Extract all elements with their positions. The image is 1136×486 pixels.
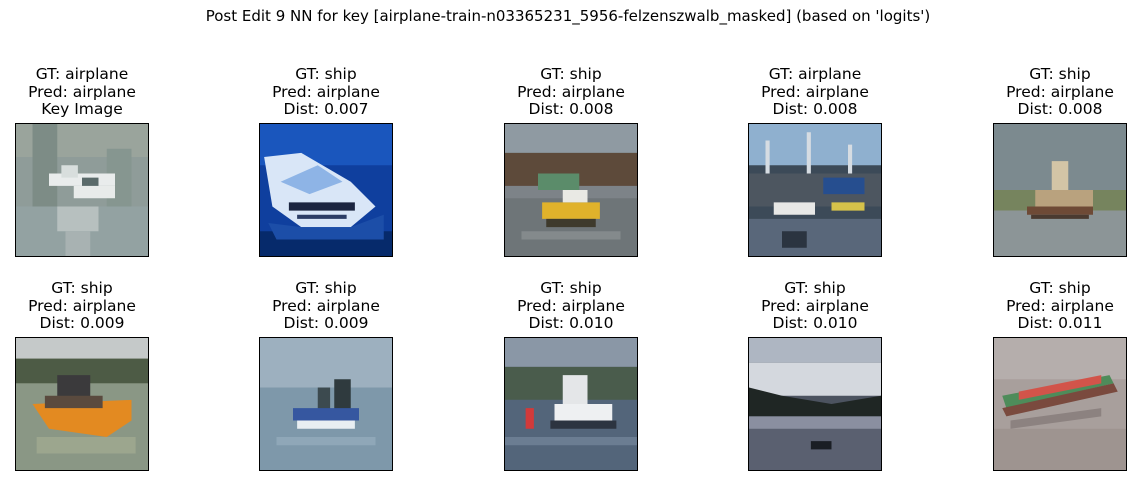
airplane-key-icon (15, 123, 149, 257)
dist-label: Dist: 0.011 (1017, 314, 1103, 332)
pred-label: Pred: airplane (1006, 296, 1114, 315)
panel-caption: GT: ship Pred: airplane Dist: 0.010 (715, 279, 915, 333)
panel-caption: GT: ship Pred: airplane Dist: 0.008 (960, 65, 1136, 119)
dist-label: Dist: 0.009 (283, 314, 369, 332)
dist-label: Dist: 0.008 (772, 100, 858, 118)
lake-boat-icon (748, 337, 882, 471)
key-image-label: Key Image (41, 100, 123, 118)
panel-caption: GT: ship Pred: airplane Dist: 0.011 (960, 279, 1136, 333)
pred-label: Pred: airplane (517, 82, 625, 101)
ship-icon (993, 123, 1127, 257)
gt-label: GT: airplane (768, 65, 862, 83)
panel-caption: GT: ship Pred: airplane Dist: 0.009 (226, 279, 426, 333)
pred-label: Pred: airplane (761, 82, 869, 101)
gt-label: GT: ship (784, 279, 846, 297)
pred-label: Pred: airplane (272, 296, 380, 315)
dist-label: Dist: 0.009 (39, 314, 125, 332)
small-boat-icon (259, 337, 393, 471)
panel-caption: GT: airplane Pred: airplane Key Image (0, 65, 182, 119)
gt-label: GT: ship (295, 279, 357, 297)
pred-label: Pred: airplane (272, 82, 380, 101)
figure-title: Post Edit 9 NN for key [airplane-train-n… (205, 7, 931, 25)
pred-label: Pred: airplane (761, 296, 869, 315)
dist-label: Dist: 0.007 (283, 100, 369, 118)
gt-label: GT: ship (295, 65, 357, 83)
tugboat-icon (504, 337, 638, 471)
panel-caption: GT: airplane Pred: airplane Dist: 0.008 (715, 65, 915, 119)
barge-icon (993, 337, 1127, 471)
pred-label: Pred: airplane (28, 296, 136, 315)
gt-label: GT: ship (540, 65, 602, 83)
dist-label: Dist: 0.010 (772, 314, 858, 332)
gt-label: GT: ship (540, 279, 602, 297)
gt-label: GT: ship (1029, 65, 1091, 83)
panel-caption: GT: ship Pred: airplane Dist: 0.008 (471, 65, 671, 119)
panel-caption: GT: ship Pred: airplane Dist: 0.007 (226, 65, 426, 119)
panel-caption: GT: ship Pred: airplane Dist: 0.009 (0, 279, 182, 333)
orange-boat-icon (15, 337, 149, 471)
dist-label: Dist: 0.008 (1017, 100, 1103, 118)
gt-label: GT: ship (1029, 279, 1091, 297)
pred-label: Pred: airplane (1006, 82, 1114, 101)
gt-label: GT: airplane (35, 65, 129, 83)
dist-label: Dist: 0.008 (528, 100, 614, 118)
pred-label: Pred: airplane (28, 82, 136, 101)
speedboat-icon (259, 123, 393, 257)
harbor-boat-icon (504, 123, 638, 257)
panel-caption: GT: ship Pred: airplane Dist: 0.010 (471, 279, 671, 333)
marina-icon (748, 123, 882, 257)
dist-label: Dist: 0.010 (528, 314, 614, 332)
gt-label: GT: ship (51, 279, 113, 297)
pred-label: Pred: airplane (517, 296, 625, 315)
